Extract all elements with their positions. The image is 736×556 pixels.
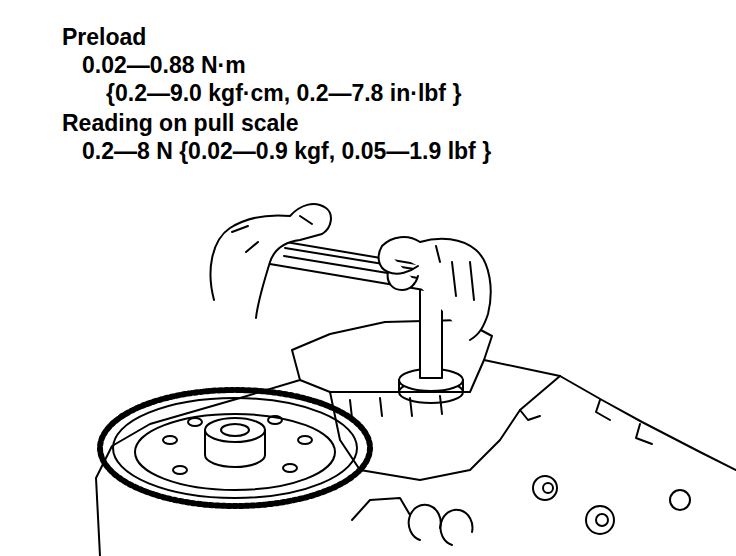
case-outline: [96, 320, 736, 556]
gear-hub: [205, 418, 265, 442]
ring-gear: [113, 398, 357, 498]
heading: Reading on pull scale: [62, 110, 298, 136]
case-edge: [300, 360, 484, 392]
gear-hub: [221, 424, 249, 436]
bolt-holes: [163, 416, 312, 474]
case-opening: [352, 498, 410, 520]
ring-gear: [135, 414, 335, 490]
left-hand: [211, 204, 331, 318]
spec-value: {0.2—9.0 kgf·cm, 0.2—7.8 in·lbf }: [106, 80, 461, 106]
spec-value: 0.02—0.88 N·m: [82, 52, 246, 78]
ring-gear: [100, 390, 370, 506]
heading: Preload: [62, 24, 146, 50]
right-hand: [379, 237, 491, 340]
case-bosses: [350, 396, 690, 534]
case-opening: [409, 505, 441, 540]
case-opening: [440, 510, 472, 545]
left-hand: [232, 216, 312, 252]
spec-value: 0.2—8 N {0.02—0.9 kgf, 0.05—1.9 lbf }: [82, 138, 491, 164]
right-hand: [436, 246, 474, 300]
